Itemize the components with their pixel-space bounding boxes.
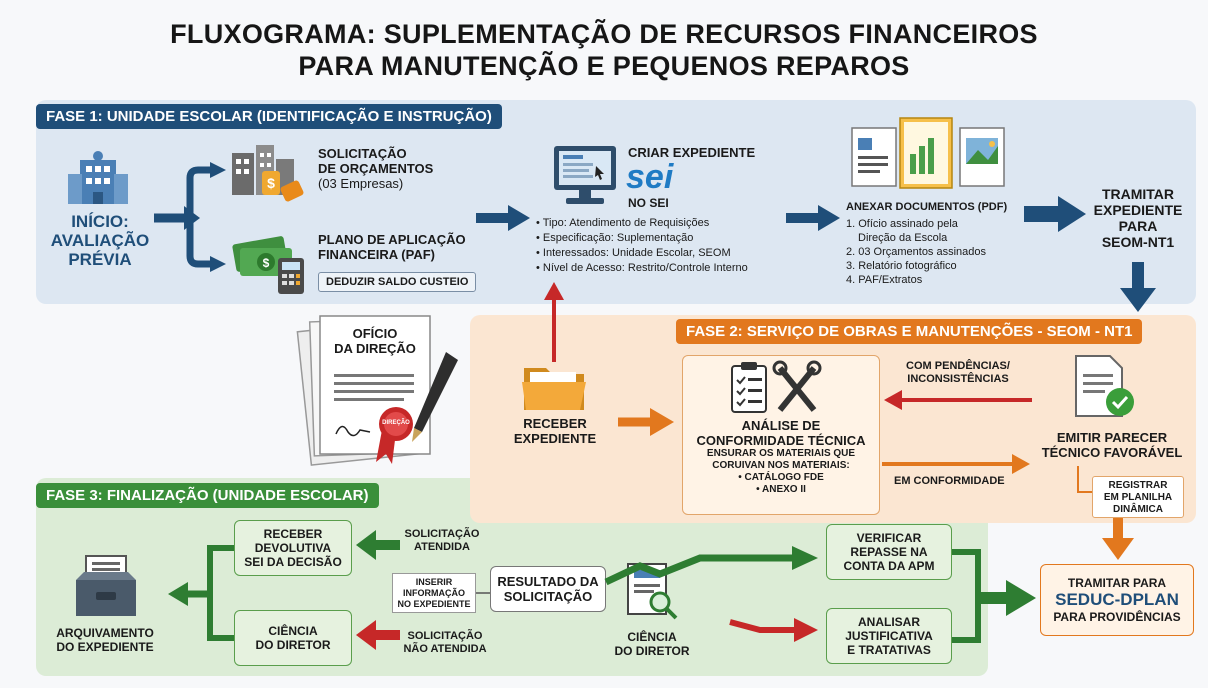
analisar-justificativa-box: ANALISAR JUSTIFICATIVA E TRATATIVAS bbox=[826, 608, 952, 664]
ciencia-diretor-label: CIÊNCIA DO DIRETOR bbox=[614, 630, 690, 658]
arquivamento-label: ARQUIVAMENTO DO EXPEDIENTE bbox=[56, 626, 154, 654]
oficio-label: OFÍCIO DA DIREÇÃO bbox=[334, 326, 416, 356]
criar-expediente-list: • Tipo: Atendimento de Requisições • Esp… bbox=[536, 217, 748, 274]
arrow-to-anexar bbox=[786, 205, 840, 231]
sei-logo: sei bbox=[626, 158, 674, 196]
pendencias-label: COM PENDÊNCIAS/ INCONSISTÊNCIAS bbox=[906, 360, 1010, 385]
red-arrow-nao-atendida bbox=[356, 620, 400, 650]
receber-expediente-label: RECEBER EXPEDIENTE bbox=[513, 416, 597, 446]
sol-atendida-label: SOLICITAÇÃO ATENDIDA bbox=[404, 528, 480, 553]
anexar-title: ANEXAR DOCUMENTOS (PDF) bbox=[846, 201, 1008, 213]
documents-icon bbox=[851, 117, 1005, 189]
green-arrow-atendida bbox=[356, 530, 400, 560]
parecer-label: EMITIR PARECER TÉCNICO FAVORÁVEL bbox=[1041, 430, 1183, 460]
inserir-connector bbox=[476, 592, 492, 594]
arrow-down-to-fase2 bbox=[1120, 262, 1156, 312]
fase3-label: FASE 3: FINALIZAÇÃO (UNIDADE ESCOLAR) bbox=[36, 483, 379, 508]
archive-box-icon bbox=[76, 555, 136, 616]
resultado-solicitacao-box: RESULTADO DA SOLICITAÇÃO bbox=[490, 566, 606, 612]
arrow-to-tramitar bbox=[1024, 196, 1086, 232]
green-arrow-to-arquivamento bbox=[168, 545, 234, 641]
paf-label: PLANO DE APLICAÇÃO FINANCEIRA (PAF) bbox=[318, 232, 466, 262]
orange-arrow-down bbox=[1102, 518, 1134, 560]
analise-box bbox=[682, 355, 880, 515]
registrar-planilha-box: REGISTRAR EM PLANILHA DINÂMICA bbox=[1092, 476, 1184, 518]
receber-devolutiva-box: RECEBER DEVOLUTIVA SEI DA DECISÃO bbox=[234, 520, 352, 576]
tramitar-seduc-box: TRAMITAR PARA SEDUC-DPLAN PARA PROVIDÊNC… bbox=[1040, 564, 1194, 636]
svg-text:$: $ bbox=[263, 256, 270, 270]
anexar-list: 1. Ofício assinado pela Direção da Escol… bbox=[846, 218, 987, 286]
fase2-label: FASE 2: SERVIÇO DE OBRAS E MANUTENÇÕES -… bbox=[676, 319, 1143, 344]
orange-arrow-conformidade bbox=[882, 454, 1030, 474]
inserir-informacao-box: INSERIR INFORMAÇÃO NO EXPEDIENTE bbox=[392, 573, 476, 613]
computer-icon bbox=[554, 146, 616, 204]
arrow-to-criar bbox=[476, 205, 530, 231]
document-search-icon bbox=[627, 563, 678, 620]
green-arrow-to-verificar bbox=[604, 546, 818, 586]
folder-icon bbox=[522, 368, 586, 410]
red-arrow-to-analisar bbox=[729, 618, 818, 642]
page-title: FLUXOGRAMA: SUPLEMENTAÇÃO DE RECURSOS FI… bbox=[170, 19, 1038, 81]
registrar-connector bbox=[1077, 466, 1092, 493]
parecer-document-icon bbox=[1075, 355, 1134, 417]
green-arrow-to-seduc bbox=[952, 549, 1036, 643]
companies-icon: $ bbox=[232, 145, 304, 202]
conformidade-label: EM CONFORMIDADE bbox=[894, 475, 1005, 487]
split-arrow bbox=[154, 162, 226, 272]
analise-details: ENSURAR OS MATERIAIS QUE CORUIVAN NOS MA… bbox=[706, 448, 856, 495]
no-sei-label: NO SEI bbox=[628, 196, 669, 210]
fase1-label: FASE 1: UNIDADE ESCOLAR (IDENTIFICAÇÃO E… bbox=[36, 104, 502, 129]
red-arrow-pendencias bbox=[884, 390, 1032, 410]
criar-expediente-title: CRIAR EXPEDIENTE bbox=[628, 145, 756, 160]
direcao-seal: DIREÇÃO bbox=[382, 420, 410, 426]
tramitar-seom-label: TRAMITAR EXPEDIENTE PARA SEOM-NT1 bbox=[1093, 186, 1183, 250]
money-calculator-icon: $ bbox=[232, 236, 304, 294]
analise-title: ANÁLISE DE CONFORMIDADE TÉCNICA bbox=[696, 418, 866, 448]
checklist-tools-icon bbox=[731, 360, 822, 413]
verificar-repasse-box: VERIFICAR REPASSE NA CONTA DA APM bbox=[826, 524, 952, 580]
red-arrow-up bbox=[544, 282, 564, 362]
inicio-label: INÍCIO: AVALIAÇÃO PRÉVIA bbox=[50, 212, 150, 269]
school-building-icon bbox=[68, 151, 128, 204]
svg-text:$: $ bbox=[267, 175, 275, 191]
ciencia-diretor-box: CIÊNCIA DO DIRETOR bbox=[234, 610, 352, 666]
oficio-document-icon bbox=[296, 315, 458, 466]
orcamentos-label: SOLICITAÇÃO DE ORÇAMENTOS (03 Empresas) bbox=[318, 146, 434, 191]
sol-nao-atendida-label: SOLICITAÇÃO NÃO ATENDIDA bbox=[403, 630, 487, 655]
deduzir-saldo-tag: DEDUZIR SALDO CUSTEIO bbox=[318, 272, 477, 292]
orange-arrow-to-analise bbox=[618, 408, 674, 436]
